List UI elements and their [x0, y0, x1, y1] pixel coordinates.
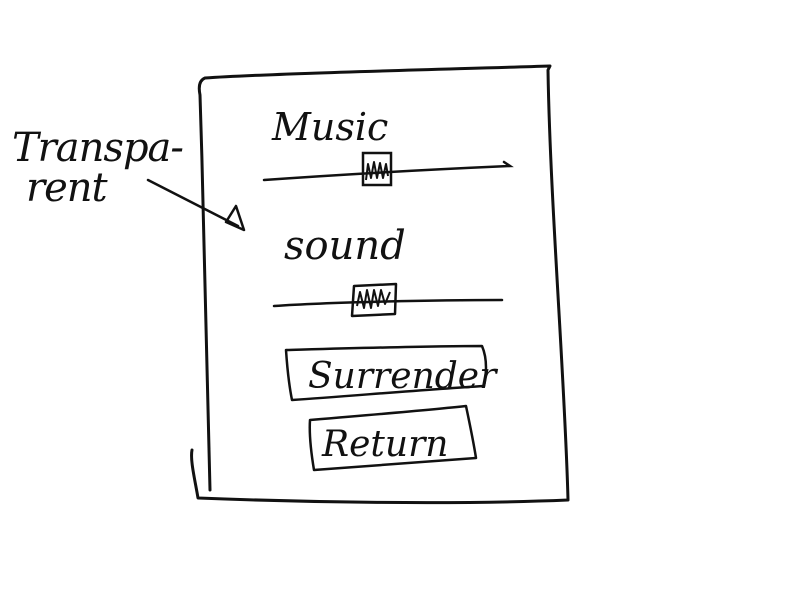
return-button-outline [308, 404, 478, 472]
annotation-line-2: rent [26, 165, 108, 211]
surrender-button[interactable]: Surrender [286, 346, 496, 400]
music-label: Music [272, 105, 389, 149]
annotation-arrow [146, 178, 246, 232]
surrender-button-label: Surrender [308, 356, 497, 397]
music-slider-handle[interactable] [361, 151, 393, 187]
sound-slider-handle[interactable] [350, 282, 398, 318]
annotation-line-1: Transpa- [12, 125, 184, 171]
sound-label: sound [284, 223, 406, 269]
surrender-button-outline [284, 344, 488, 402]
panel-border [190, 64, 570, 505]
sound-slider-track [272, 298, 504, 308]
return-button[interactable]: Return [310, 406, 478, 470]
return-button-label: Return [322, 424, 449, 465]
annotation-label: Transpa- rent [12, 125, 184, 211]
